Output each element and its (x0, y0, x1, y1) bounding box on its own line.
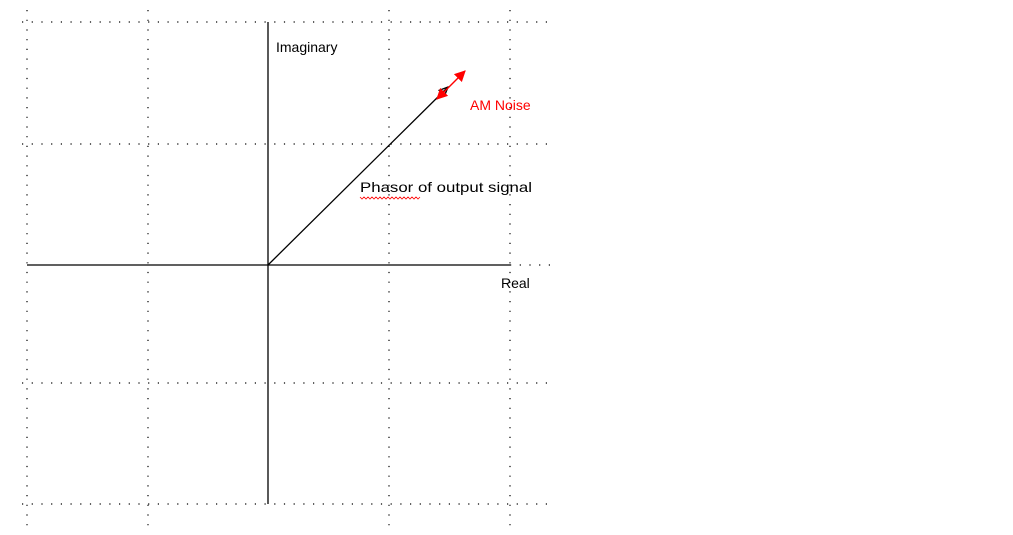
spellcheck-underline (359, 196, 421, 200)
am-noise-arrow (436, 70, 466, 100)
phasor-arrow (267, 87, 448, 266)
imaginary-axis-label: Imaginary (276, 39, 337, 55)
real-axis-label: Real (501, 275, 530, 291)
am-noise-label: AM Noise (470, 97, 531, 113)
phasor-label: Phasor of output signal (360, 179, 532, 195)
grid (22, 10, 552, 530)
